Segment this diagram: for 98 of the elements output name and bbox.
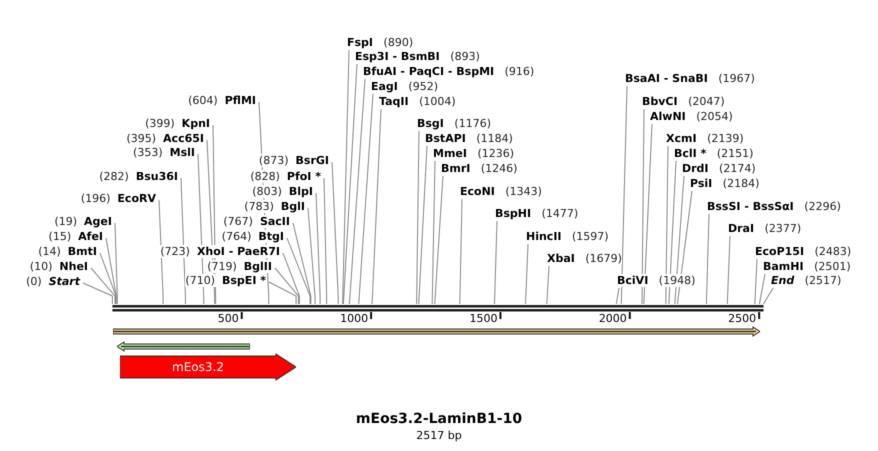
- site-label: AlwNI (2054): [650, 110, 733, 123]
- leader-line: [268, 282, 297, 304]
- leader-line: [432, 160, 436, 304]
- leader-line: [342, 50, 350, 304]
- leader-line: [665, 146, 668, 304]
- site-label: (353) MslI: [133, 146, 195, 159]
- leader-line: [668, 160, 676, 304]
- leader-line: [82, 282, 113, 304]
- tick-label: 2500: [728, 312, 756, 325]
- leader-line: [763, 288, 774, 304]
- leader-line: [525, 244, 528, 304]
- leader-line: [286, 238, 310, 304]
- site-label: BamHI (2501): [763, 260, 851, 273]
- leader-line: [332, 162, 339, 304]
- leader-line: [342, 64, 358, 304]
- site-label: TaqII (1004): [379, 95, 456, 108]
- sequence-feature: [113, 326, 760, 336]
- leader-line: [676, 190, 692, 304]
- leader-line: [158, 200, 164, 304]
- leader-line: [372, 108, 382, 304]
- site-label: (604) PflMI: [188, 94, 256, 107]
- site-label: XbaI (1679): [547, 252, 622, 265]
- leader-line: [418, 146, 428, 304]
- site-label: (873) BsrGI: [258, 154, 329, 167]
- site-label: BmrI (1246): [441, 162, 518, 175]
- site-label: BsaAI - SnaBI (1967): [625, 72, 755, 85]
- site-label: HincII (1597): [526, 230, 609, 243]
- leader-line: [282, 252, 300, 304]
- site-label: PsiI (2184): [690, 177, 760, 190]
- leader-line: [114, 222, 118, 304]
- leader-line: [100, 252, 116, 304]
- leader-line: [274, 268, 299, 304]
- site-label: (395) Acc65I: [126, 132, 204, 145]
- leader-line: [706, 214, 710, 304]
- site-label: (15) AfeI: [48, 230, 103, 243]
- leader-line: [754, 258, 758, 304]
- site-label: BssSI - BssSαI (2296): [707, 200, 841, 213]
- site-label: MmeI (1236): [433, 147, 514, 160]
- leader-line: [90, 268, 116, 304]
- leader-line: [180, 178, 186, 304]
- sequence-feature: mEos3.2: [120, 353, 296, 381]
- site-label: FspI (890): [347, 36, 414, 49]
- sequence-feature: [117, 340, 250, 352]
- site-label: BspHI (1477): [495, 207, 578, 220]
- leader-line: [494, 220, 498, 304]
- site-label: (803) BlpI: [252, 185, 313, 198]
- site-label: (767) SacII: [223, 215, 290, 228]
- leader-line: [434, 176, 444, 304]
- site-label: (282) Bsu36I: [99, 170, 178, 183]
- site-label: EagI (952): [371, 80, 438, 93]
- site-label: Esp3I - BsmBI (893): [355, 50, 480, 63]
- site-label: BbvCI (2047): [642, 95, 725, 108]
- site-label: (783) BglI: [244, 200, 305, 213]
- site-label: End (2517): [771, 274, 842, 287]
- leader-line: [358, 94, 374, 304]
- tick-label: 1000: [340, 312, 368, 325]
- site-label: BfuAI - PaqCI - BspMI (916): [363, 65, 534, 78]
- site-label: XcmI (2139): [666, 132, 744, 145]
- leader-line: [726, 236, 730, 304]
- leader-line: [642, 108, 644, 304]
- site-label: BstAPI (1184): [425, 132, 513, 145]
- leader-line: [106, 238, 117, 304]
- leader-line: [316, 192, 321, 304]
- site-label: (0) Start: [26, 275, 80, 288]
- sequence-length: 2517 bp: [415, 429, 463, 442]
- site-label: (723) XhoI - PaeR7I: [160, 245, 280, 258]
- site-label: (196) EcoRV: [80, 192, 156, 205]
- site-label: DrdI (2174): [682, 162, 756, 175]
- site-label: BsgI (1176): [417, 117, 491, 130]
- leader-line: [459, 198, 462, 304]
- site-label: (828) PfoI *: [250, 170, 321, 183]
- leader-line: [416, 130, 420, 304]
- map-title: mEos3.2-LaminB1-10: [354, 411, 524, 427]
- site-label: (719) BglII: [207, 260, 272, 273]
- site-label: EcoP15I (2483): [755, 245, 852, 258]
- leader-line: [292, 222, 312, 304]
- site-label: (710) BspEI *: [185, 274, 266, 287]
- leader-line: [643, 124, 652, 304]
- leader-line: [620, 86, 628, 304]
- leader-line: [616, 288, 620, 304]
- leader-line: [308, 208, 316, 304]
- tick-label: 500: [218, 312, 239, 325]
- site-label: (764) BtgI: [222, 230, 284, 243]
- tick-label: 1500: [469, 312, 498, 325]
- site-label: DraI (2377): [728, 222, 802, 235]
- site-label: EcoNI (1343): [460, 185, 542, 198]
- site-label: (10) NheI: [30, 260, 88, 273]
- leader-line: [758, 274, 766, 304]
- leader-line: [348, 78, 366, 304]
- site-label: BclI * (2151): [674, 147, 754, 160]
- tick-label: 2000: [598, 312, 627, 325]
- leader-line: [324, 178, 328, 304]
- leader-line: [546, 266, 550, 304]
- leader-line: [674, 176, 684, 304]
- site-label: (399) KpnI: [145, 117, 210, 130]
- site-label: (19) AgeI: [54, 215, 112, 228]
- site-label: (14) BmtI: [38, 245, 97, 258]
- site-label: BciVI (1948): [617, 274, 696, 287]
